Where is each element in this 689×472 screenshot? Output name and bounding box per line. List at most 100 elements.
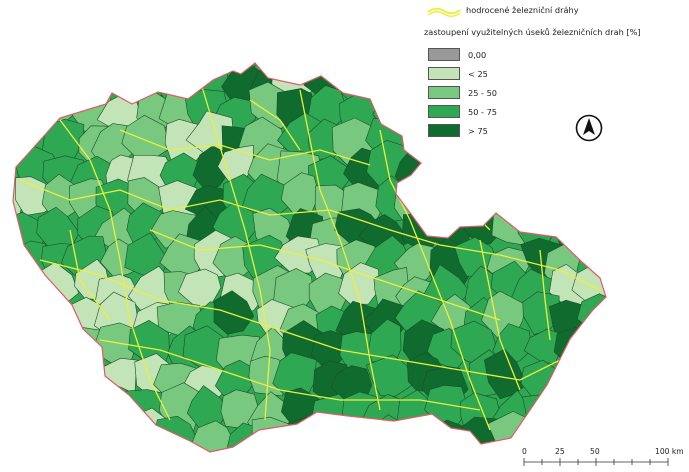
district-area xyxy=(545,63,588,98)
railway-line xyxy=(39,259,561,381)
district-area xyxy=(13,272,43,318)
district-area xyxy=(486,159,534,202)
district-area xyxy=(367,63,405,103)
legend-swatch xyxy=(428,86,460,99)
district-area xyxy=(13,63,49,68)
district-area xyxy=(338,63,378,68)
district-area xyxy=(193,63,237,68)
district-area xyxy=(454,180,499,217)
railway-line-icon xyxy=(427,7,461,17)
railway-line xyxy=(479,239,521,391)
district-area xyxy=(13,295,27,344)
district-area xyxy=(68,388,116,437)
district-area xyxy=(546,383,590,426)
district-area xyxy=(13,63,20,76)
railway-line xyxy=(19,179,601,291)
district-area xyxy=(287,416,325,452)
legend-swatch xyxy=(428,67,460,80)
district-area xyxy=(13,124,21,169)
district-area xyxy=(512,63,561,98)
district-area xyxy=(393,418,435,452)
district-area xyxy=(13,63,58,108)
district-area xyxy=(41,63,87,67)
scale-label-100: 100 km xyxy=(655,447,684,456)
railway-line xyxy=(59,119,171,421)
district-area xyxy=(522,394,568,434)
district-area xyxy=(13,364,23,411)
district-area xyxy=(213,290,255,335)
district-area xyxy=(578,143,606,185)
scale-label-50: 50 xyxy=(590,447,600,456)
railway-line xyxy=(149,229,501,321)
railway-line xyxy=(419,189,491,231)
district-area xyxy=(33,349,78,400)
district-area xyxy=(526,146,566,196)
railway-line xyxy=(199,79,271,421)
district-area xyxy=(13,273,20,316)
district-area xyxy=(154,63,202,66)
scale-label-0: 0 xyxy=(522,447,527,456)
district-area xyxy=(13,355,53,399)
district-area xyxy=(98,63,150,96)
district-area xyxy=(96,63,144,65)
district-area xyxy=(27,331,79,369)
district-area xyxy=(13,322,24,365)
district-area xyxy=(249,63,294,66)
legend-swatch xyxy=(428,105,460,118)
district-area xyxy=(340,422,379,452)
district-area xyxy=(64,63,107,66)
legend-label: 25 - 50 xyxy=(468,88,497,98)
district-area xyxy=(426,172,474,219)
legend-railway-entry: hodrocené železniční dráhy xyxy=(424,4,686,18)
legend-title: zastoupení využitelných úseků železniční… xyxy=(424,27,641,37)
district-area xyxy=(13,391,50,437)
district-area xyxy=(584,63,606,104)
district-area xyxy=(13,387,31,438)
railway-line xyxy=(99,339,481,411)
district-area xyxy=(13,242,23,285)
legend-label: 50 - 75 xyxy=(468,107,497,117)
district-area xyxy=(461,117,508,163)
district-area xyxy=(288,63,328,65)
district-area xyxy=(13,324,57,368)
district-area xyxy=(453,153,494,195)
district-area xyxy=(588,217,606,257)
district-area xyxy=(554,180,593,226)
legend-label: < 25 xyxy=(468,69,488,79)
district-area xyxy=(550,63,593,80)
district-area xyxy=(45,408,84,452)
district-area xyxy=(522,120,568,169)
district-area xyxy=(480,173,530,219)
railway-line xyxy=(119,129,371,166)
district-area xyxy=(91,418,137,452)
north-arrow-icon xyxy=(574,113,604,143)
district-area xyxy=(485,114,525,159)
district-area xyxy=(369,63,421,73)
district-area xyxy=(67,419,111,452)
district-area xyxy=(31,305,74,347)
railway-line xyxy=(539,249,551,341)
legend-swatch xyxy=(428,48,460,61)
legend-label: > 75 xyxy=(468,126,488,136)
district-polygons xyxy=(13,63,606,452)
district-area xyxy=(576,330,606,373)
railway-line xyxy=(69,229,111,321)
district-area xyxy=(370,414,412,452)
legend-railway-label: hodrocené železniční dráhy xyxy=(466,5,579,15)
district-area xyxy=(65,63,106,105)
district-area xyxy=(586,184,606,226)
district-area xyxy=(577,349,606,398)
district-area xyxy=(424,156,471,198)
scale-ticks xyxy=(523,458,669,466)
legend-label: 0,00 xyxy=(468,50,487,60)
scale-bar: 0 25 50 100 km xyxy=(518,447,689,468)
district-area xyxy=(13,419,60,452)
railway-line xyxy=(299,89,381,411)
railway-line xyxy=(379,129,491,431)
district-area xyxy=(307,63,353,72)
country-border xyxy=(12,62,607,453)
district-area xyxy=(550,147,597,190)
district-area xyxy=(575,393,606,435)
